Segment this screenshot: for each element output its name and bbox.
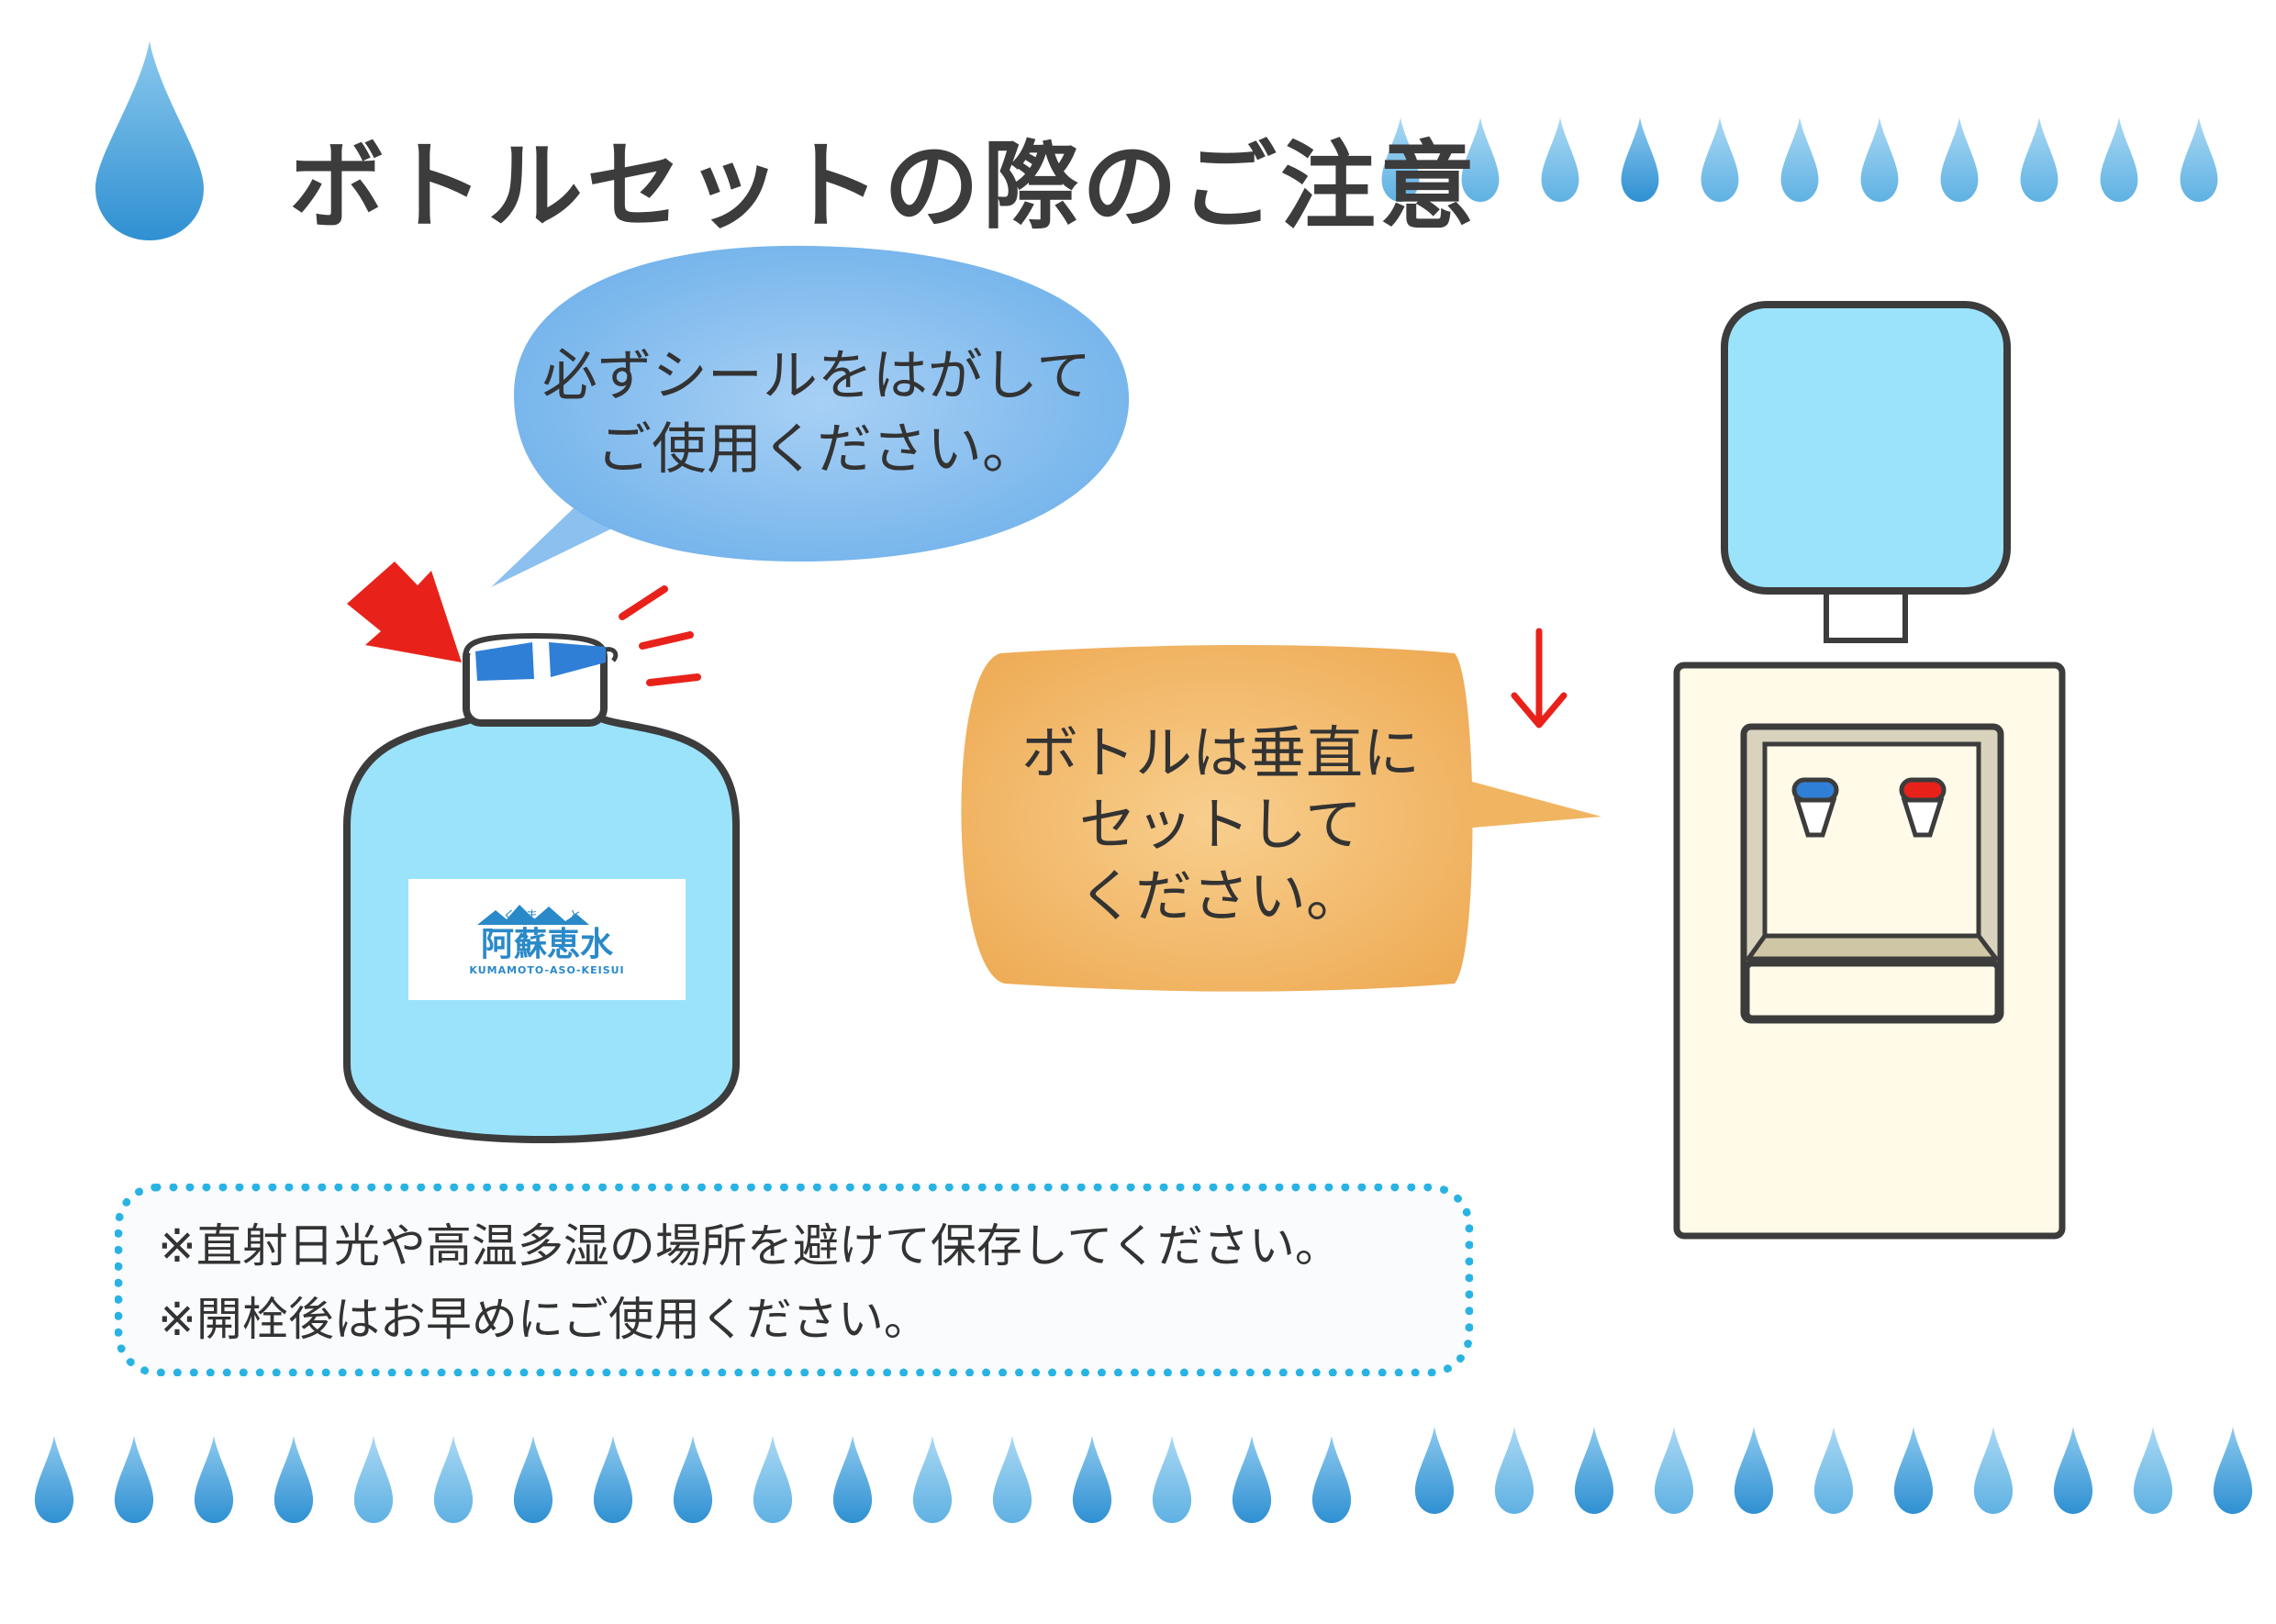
- seal-instruction-line-1: 必ずシールをはがして: [541, 344, 1092, 408]
- brand-logo: [477, 905, 589, 925]
- cold-tap-icon: [1791, 777, 1839, 838]
- vertical-instruction-line-3: ください。: [1077, 862, 1363, 929]
- caution-notes-box: [115, 1184, 1473, 1376]
- red-pointer-arrow-icon: [347, 562, 462, 662]
- emphasis-lines-icon: [619, 585, 701, 686]
- vertical-instruction-text: ボトルは垂直に セットして ください。: [959, 717, 1482, 932]
- large-water-drop-icon: [95, 41, 204, 240]
- water-dispenser: [1673, 301, 2066, 1240]
- page-title: ボトルセットの際のご注意: [289, 130, 1479, 242]
- note-storage: ※直射日光や高温多湿の場所を避けて保存してください。: [158, 1219, 1341, 1273]
- label-romaji: KUMAMOTO-ASO-KEISUI: [469, 964, 625, 976]
- down-arrow-icon: [1511, 628, 1568, 729]
- bottle-cap-seal: [475, 642, 619, 681]
- speech-bubble-blue: [491, 245, 1130, 587]
- label-furigana: くまもと: [503, 909, 591, 924]
- note-after-opening: ※開栓後はお早めにご使用ください。: [158, 1293, 930, 1346]
- bottom-drop-row: [34, 1427, 2253, 1523]
- top-drop-row: [1381, 117, 2218, 202]
- seal-instruction-text: 必ずシールをはがして ご使用ください。: [514, 339, 1120, 486]
- vertical-instruction-line-2: セットして: [1078, 791, 1363, 858]
- seal-instruction-line-2: ご使用ください。: [597, 417, 1037, 482]
- hot-tap-icon: [1899, 777, 1947, 838]
- label-brand-name: 阿蘇恵水: [480, 925, 613, 963]
- bottle-label: くまもと 阿蘇恵水 KUMAMOTO-ASO-KEISUI: [408, 904, 686, 976]
- vertical-instruction-line-1: ボトルは垂直に: [1021, 719, 1420, 786]
- speech-bubble-orange: [961, 645, 1601, 992]
- water-bottle: [343, 632, 740, 1143]
